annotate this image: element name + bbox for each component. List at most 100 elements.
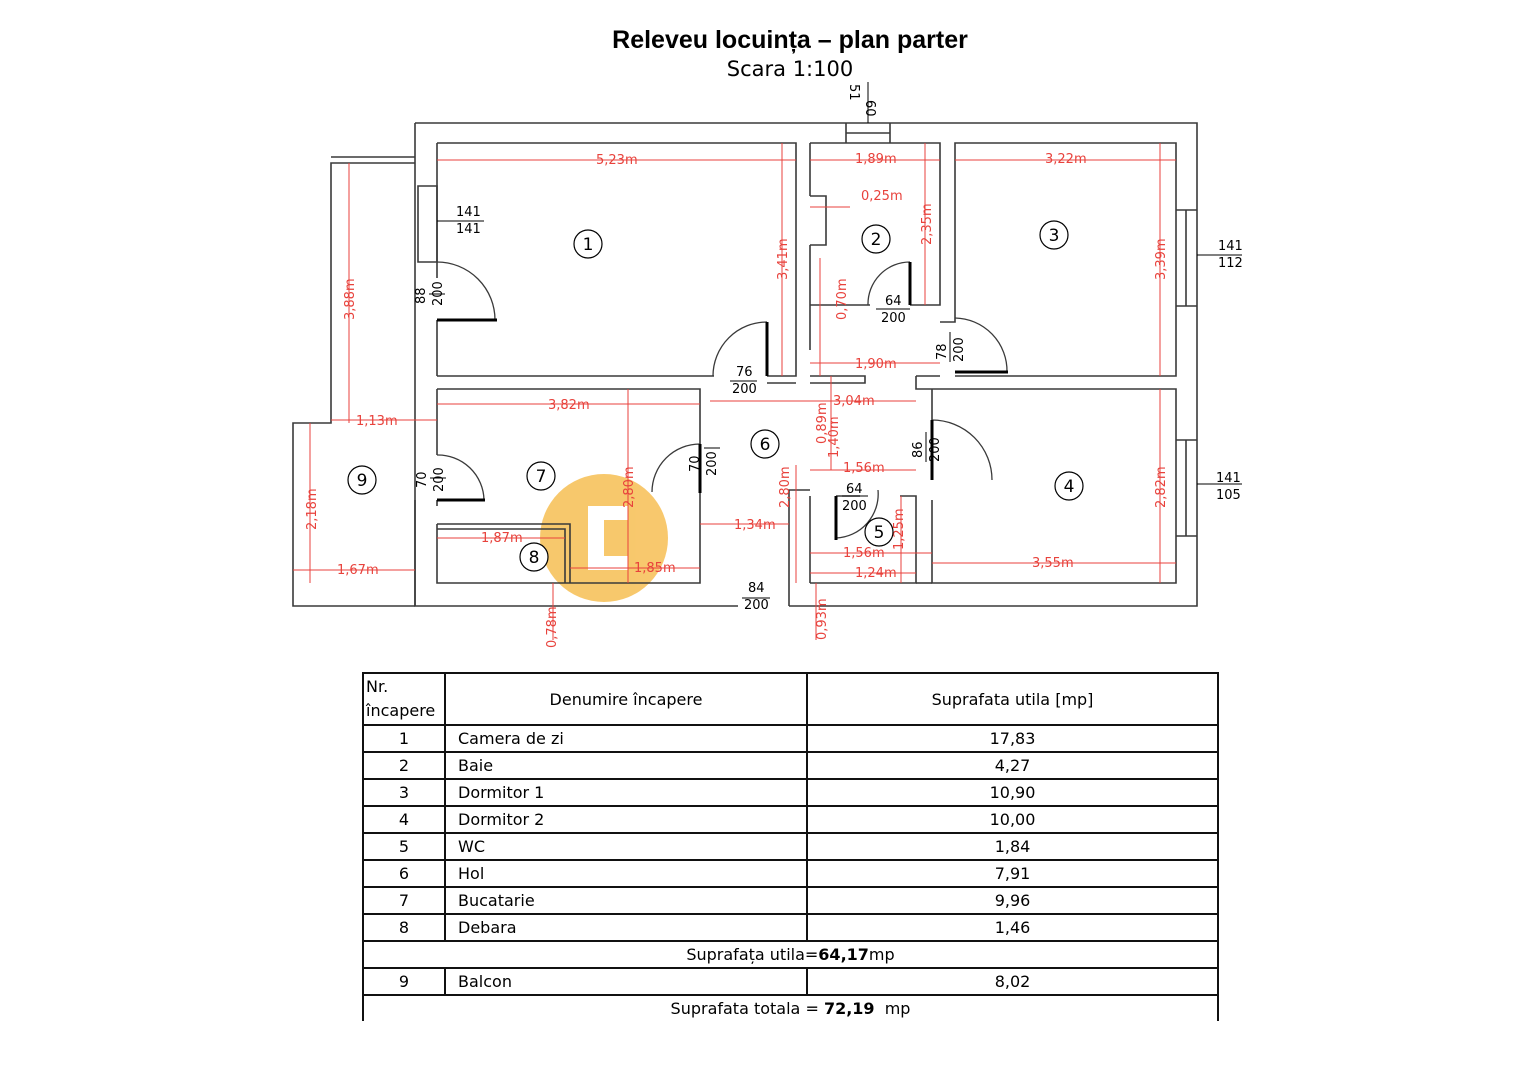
opening-label: 105 (1216, 488, 1241, 503)
dim-label: 0,78m (545, 606, 560, 648)
opening-label: 200 (431, 281, 446, 306)
header-nr: Nr. încapere (362, 672, 446, 726)
row-name: WC (444, 832, 808, 861)
row-nr: 6 (362, 859, 446, 888)
subtotal-label: Suprafața utila= (686, 945, 819, 964)
room-marker (861, 224, 891, 254)
opening-label: 200 (432, 467, 447, 492)
row-nr: 7 (362, 886, 446, 915)
room-number: 8 (529, 548, 540, 568)
dim-label: 3,39m (1154, 238, 1169, 280)
opening-label: 70 (688, 455, 703, 472)
subtotal-unit: mp (868, 945, 895, 964)
dim-label: 1,85m (634, 561, 676, 576)
room-area-table: Nr. încapere Denumire încapere Suprafata… (362, 672, 1219, 1021)
row-name: Baie (444, 751, 808, 780)
dimension-lines (293, 143, 1176, 640)
dim-label: 3,22m (1045, 152, 1087, 167)
opening-label: 200 (881, 311, 906, 326)
row-nr: 8 (362, 913, 446, 942)
dim-label: 3,82m (548, 398, 590, 413)
dim-label: 1,67m (337, 563, 379, 578)
dim-label: 0,25m (861, 189, 903, 204)
watermark-logo (540, 474, 668, 602)
total-value: 72,19 (823, 999, 875, 1018)
room-number: 4 (1064, 477, 1075, 497)
dim-label: 2,18m (305, 488, 320, 530)
opening-label: 200 (928, 437, 943, 462)
subtotal-cell: Suprafața utila=64,17mp (362, 940, 1219, 969)
dim-label: 1,13m (356, 414, 398, 429)
row-nr: 2 (362, 751, 446, 780)
room-number: 3 (1049, 226, 1060, 246)
dim-label: 2,80m (778, 466, 793, 508)
row-name: Dormitor 1 (444, 778, 808, 807)
table-row: 6 Hol 7,91 (362, 859, 1219, 888)
total-row: Suprafata totala = 72,19 mp (362, 994, 1219, 1021)
room-markers: 1 2 3 4 5 6 7 8 9 (347, 220, 1084, 572)
dim-label: 3,88m (343, 278, 358, 320)
room-marker (573, 229, 603, 259)
opening-label: 60 (862, 100, 877, 117)
room-number: 9 (357, 471, 368, 491)
table-row: 8 Debara 1,46 (362, 913, 1219, 942)
room-number: 2 (871, 230, 882, 250)
room-marker (347, 465, 377, 495)
row-name: Hol (444, 859, 808, 888)
dim-label: 1,56m (843, 546, 885, 561)
dim-label: 0,70m (835, 278, 850, 320)
opening-label: 64 (846, 482, 863, 497)
doors (436, 261, 1008, 540)
opening-label: 86 (911, 441, 926, 458)
table-row: 1 Camera de zi 17,83 (362, 724, 1219, 753)
row-area: 17,83 (806, 724, 1219, 753)
plan-scale: Scara 1:100 (726, 57, 854, 81)
opening-label: 141 (456, 222, 481, 237)
row-name: Debara (444, 913, 808, 942)
total-cell: Suprafata totala = 72,19 mp (362, 994, 1219, 1021)
row-nr: 9 (362, 967, 446, 996)
floor-plan: 5,23m 1,89m 3,22m 0,25m 2,35m 3,41m 3,39… (292, 82, 1243, 648)
dim-label: 2,82m (1154, 466, 1169, 508)
row-name: Dormitor 2 (444, 805, 808, 834)
dim-label: 2,35m (920, 203, 935, 245)
room-marker (1039, 220, 1069, 250)
row-name: Camera de zi (444, 724, 808, 753)
dim-label: 3,55m (1032, 556, 1074, 571)
plan-title: Releveu locuința – plan parter (612, 26, 968, 54)
dim-label: 1,56m (843, 461, 885, 476)
dim-label: 0,89m (815, 402, 830, 444)
row-area: 1,46 (806, 913, 1219, 942)
room-marker (526, 461, 556, 491)
dim-label: 1,24m (855, 566, 897, 581)
dim-label: 0,93m (815, 598, 830, 640)
dim-label: 1,87m (481, 531, 523, 546)
dim-label: 1,34m (734, 518, 776, 533)
header-name: Denumire încapere (444, 672, 808, 726)
opening-label: 84 (748, 581, 765, 596)
row-nr: 1 (362, 724, 446, 753)
walls (292, 122, 1198, 607)
row-area: 10,90 (806, 778, 1219, 807)
row-nr: 5 (362, 832, 446, 861)
row-area: 4,27 (806, 751, 1219, 780)
opening-label: 78 (935, 343, 950, 360)
opening-label: 200 (842, 499, 867, 514)
table-header-row: Nr. încapere Denumire încapere Suprafata… (362, 672, 1219, 726)
table-row: 2 Baie 4,27 (362, 751, 1219, 780)
opening-label: 200 (744, 598, 769, 613)
row-name: Balcon (444, 967, 808, 996)
opening-label: 112 (1218, 256, 1243, 271)
table-row: 9 Balcon 8,02 (362, 967, 1219, 996)
opening-label: 64 (885, 294, 902, 309)
opening-label: 141 (456, 205, 481, 220)
header-area: Suprafata utila [mp] (806, 672, 1219, 726)
row-area: 10,00 (806, 805, 1219, 834)
total-label: Suprafata totala = (670, 999, 824, 1018)
subtotal-value: 64,17 (818, 945, 869, 964)
dimension-labels: 5,23m 1,89m 3,22m 0,25m 2,35m 3,41m 3,39… (305, 152, 1169, 648)
opening-label: 200 (705, 451, 720, 476)
opening-label: 88 (414, 287, 429, 304)
dim-label: 5,23m (596, 153, 638, 168)
opening-label: 200 (952, 337, 967, 362)
